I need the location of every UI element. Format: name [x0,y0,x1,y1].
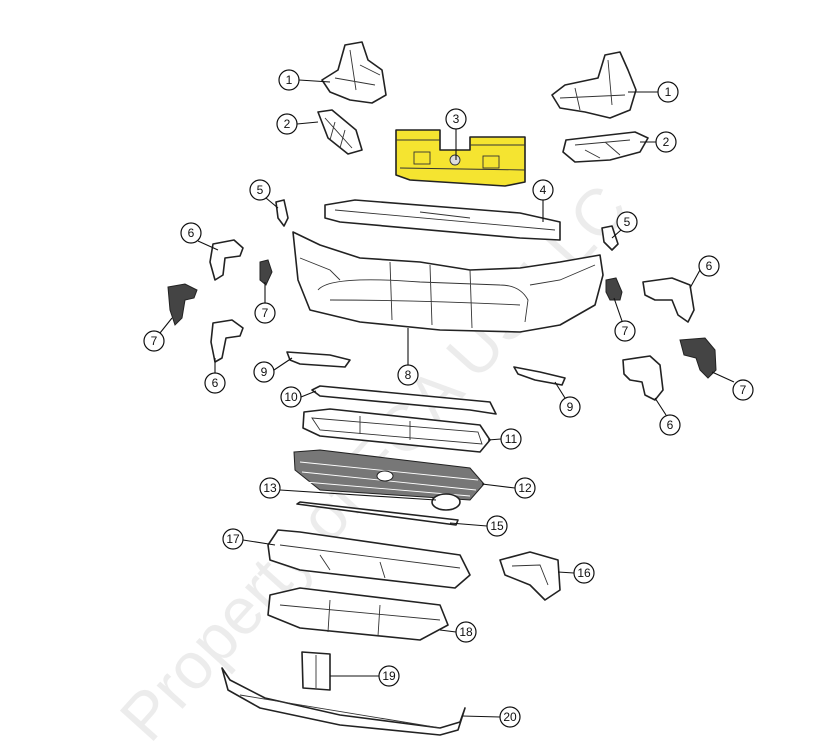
callout-7-right-outer[interactable]: 7 [732,379,754,401]
part-15-strip[interactable] [296,501,459,526]
svg-text:7: 7 [622,324,629,338]
svg-text:10: 10 [284,390,298,404]
callout-8[interactable]: 8 [397,364,419,386]
svg-text:11: 11 [505,432,518,446]
part-1-left-bracket[interactable] [321,41,387,104]
part-17-absorber[interactable] [267,529,471,589]
part-11-lower-grille-frame[interactable] [302,408,491,453]
svg-text:5: 5 [257,183,264,197]
svg-text:15: 15 [490,519,504,533]
svg-text:9: 9 [261,365,268,379]
svg-text:2: 2 [284,117,291,131]
part-6-left-upper-bezel[interactable] [209,239,244,281]
svg-text:6: 6 [212,376,219,390]
callout-5-left[interactable]: 5 [249,179,271,201]
svg-text:16: 16 [577,566,591,580]
part-19-license-bracket[interactable] [301,651,331,691]
callout-6-right-lower[interactable]: 6 [659,414,681,436]
callout-16[interactable]: 16 [573,562,595,584]
callout-9-left[interactable]: 9 [253,361,275,383]
svg-text:1: 1 [665,85,672,99]
svg-text:5: 5 [624,215,631,229]
callout-19[interactable]: 19 [378,665,400,687]
part-2-left-bracket[interactable] [317,109,363,155]
part-6-right-upper-bezel[interactable] [642,277,695,323]
callout-4[interactable]: 4 [532,179,554,201]
part-12-grille[interactable] [293,449,485,501]
part-1-right-bracket[interactable] [551,51,637,119]
callout-12[interactable]: 12 [514,477,536,499]
callout-1-left[interactable]: 1 [278,69,300,91]
svg-text:6: 6 [667,418,674,432]
part-18-undertray[interactable] [267,587,449,641]
part-7-right-outer-grille[interactable] [679,337,717,379]
leader-lines [159,79,735,718]
svg-text:18: 18 [459,625,473,639]
callout-7-left-outer[interactable]: 7 [143,330,165,352]
callout-2-right[interactable]: 2 [655,131,677,153]
part-6-left-lower-bezel[interactable] [210,319,244,363]
callout-20[interactable]: 20 [499,706,521,728]
part-7-left-outer-grille[interactable] [167,283,198,326]
svg-text:3: 3 [453,112,460,126]
part-6-right-lower-bezel[interactable] [622,355,664,401]
callout-1-right[interactable]: 1 [657,81,679,103]
callout-7-left-inner[interactable]: 7 [254,302,276,324]
callout-11[interactable]: 11 [500,428,522,450]
callout-17[interactable]: 17 [222,528,244,550]
svg-text:6: 6 [706,259,713,273]
part-5-right-bracket[interactable] [601,225,619,251]
callout-9-right[interactable]: 9 [559,396,581,418]
svg-text:13: 13 [263,481,277,495]
part-9-left-trim[interactable] [286,351,351,368]
part-10-trim-strip[interactable] [311,385,497,415]
callout-15[interactable]: 15 [486,515,508,537]
part-7-left-inner-grille[interactable] [259,259,273,286]
svg-text:2: 2 [663,135,670,149]
part-13-emblem-cover[interactable] [431,493,461,511]
callout-18[interactable]: 18 [455,621,477,643]
callout-6-right-upper[interactable]: 6 [698,255,720,277]
part-7-right-inner-grille[interactable] [605,277,623,301]
callout-13[interactable]: 13 [259,477,281,499]
svg-text:12: 12 [518,481,532,495]
callout-3[interactable]: 3 [445,108,467,130]
part-4-reinforcement-beam[interactable] [324,199,561,241]
svg-text:8: 8 [405,368,412,382]
callout-6-left-lower[interactable]: 6 [204,372,226,394]
callout-2-left[interactable]: 2 [276,113,298,135]
svg-text:7: 7 [740,383,747,397]
callout-7-right-inner[interactable]: 7 [614,320,636,342]
svg-text:7: 7 [262,306,269,320]
part-20-lower-lip[interactable] [221,667,466,736]
part-16-bracket[interactable] [499,551,561,601]
svg-text:6: 6 [188,226,195,240]
part-2-right-bracket[interactable] [562,131,649,163]
svg-text:7: 7 [151,334,158,348]
callout-10[interactable]: 10 [280,386,302,408]
part-5-left-bracket[interactable] [275,199,289,227]
callout-6-left-upper[interactable]: 6 [180,222,202,244]
part-3-energy-absorber-highlighted[interactable] [395,129,526,187]
svg-text:19: 19 [382,669,396,683]
callout-5-right[interactable]: 5 [616,211,638,233]
part-9-right-trim[interactable] [513,366,566,386]
svg-text:20: 20 [503,710,517,724]
svg-text:4: 4 [540,183,547,197]
svg-text:1: 1 [286,73,293,87]
part-8-bumper-fascia[interactable] [292,231,604,333]
svg-text:9: 9 [567,400,574,414]
svg-text:17: 17 [226,532,240,546]
